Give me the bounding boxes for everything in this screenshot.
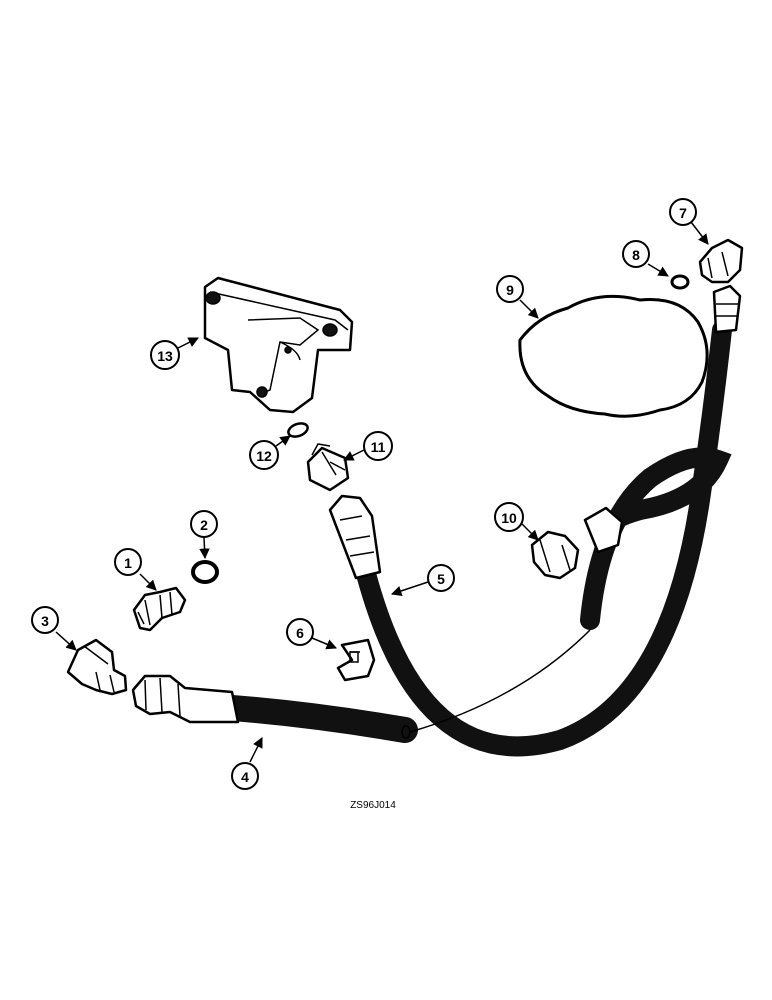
callout-13-label: 13 <box>157 348 173 364</box>
callout-3: 3 <box>31 606 77 651</box>
callout-12: 12 <box>249 435 291 470</box>
part-3-elbow-fitting <box>66 638 128 696</box>
callout-7: 7 <box>669 198 709 245</box>
part-1-adapter <box>132 586 187 632</box>
part-2-o-ring <box>191 560 219 584</box>
callout-4: 4 <box>231 737 263 790</box>
callout-10: 10 <box>494 502 539 541</box>
callout-8-label: 8 <box>632 247 640 263</box>
part-10-elbow-fitting <box>530 530 580 580</box>
callout-13: 13 <box>150 337 199 370</box>
callout-3-label: 3 <box>41 613 49 629</box>
drawing-code: ZS96J014 <box>350 800 396 811</box>
cable-tie <box>409 629 591 733</box>
callout-11: 11 <box>343 431 393 461</box>
callout-9-label: 9 <box>506 282 514 298</box>
callout-5-label: 5 <box>437 571 445 587</box>
part-4-hose <box>131 674 418 743</box>
part-5-hose <box>328 284 742 757</box>
part-8-o-ring <box>670 274 690 290</box>
part-13-manifold-block <box>203 276 354 414</box>
callout-4-label: 4 <box>241 769 249 785</box>
callout-1-label: 1 <box>124 555 132 571</box>
callout-6: 6 <box>286 618 337 650</box>
part-6-clip <box>336 638 376 682</box>
callout-9: 9 <box>496 275 539 319</box>
callout-1: 1 <box>114 548 157 591</box>
part-12-o-ring <box>287 422 309 438</box>
callout-7-label: 7 <box>679 205 687 221</box>
part-7-elbow-fitting <box>698 238 744 284</box>
callout-12-label: 12 <box>256 448 272 464</box>
part-9-gasket <box>518 294 709 418</box>
callout-8: 8 <box>622 240 669 277</box>
callout-5: 5 <box>391 564 455 596</box>
callout-6-label: 6 <box>296 625 304 641</box>
callout-2: 2 <box>190 510 218 560</box>
callout-2-label: 2 <box>200 517 208 533</box>
part-11-fitting <box>306 443 350 492</box>
crossover-hose <box>580 447 732 630</box>
callout-11-label: 11 <box>371 439 386 455</box>
callout-10-label: 10 <box>501 510 517 526</box>
